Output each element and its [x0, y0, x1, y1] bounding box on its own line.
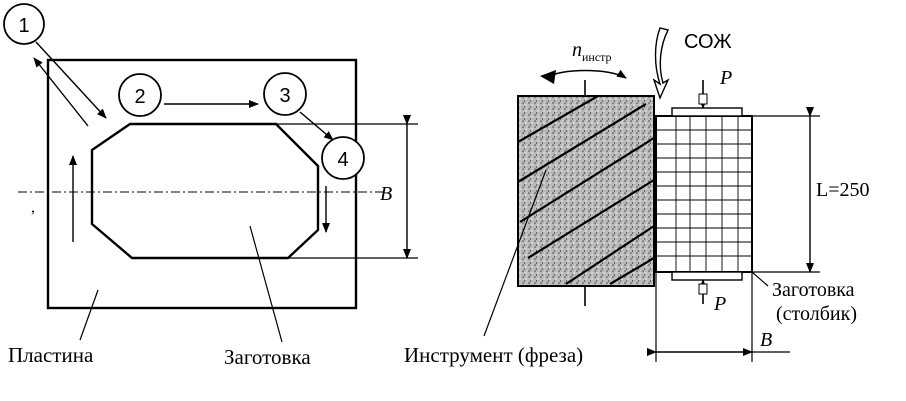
bottom-clamp-plate: [671, 271, 743, 281]
tool-leader: [483, 169, 547, 337]
rotation-arrow-tail: [540, 70, 556, 84]
workpiece-plates: [656, 116, 752, 272]
column-label-line1: Заготовка: [772, 279, 855, 301]
top-force-shank: [698, 93, 708, 105]
column-label-line2: (столбик): [776, 303, 857, 325]
workpiece-label: Заготовка: [224, 345, 311, 369]
workpiece-leader: [249, 225, 283, 343]
centerline-dot: ,: [31, 199, 35, 216]
top-clamp-plate: [671, 107, 743, 117]
top-force-label: P: [719, 67, 732, 89]
step-4-marker: 4: [321, 136, 365, 180]
right-diagram: nинстр СОЖ P: [404, 27, 870, 367]
width-label: B: [760, 329, 772, 351]
arrow-step-1-out: [35, 41, 107, 119]
tool-label: Инструмент (фреза): [404, 343, 583, 367]
dimension-b-label: B: [380, 183, 392, 205]
svg-text:3: 3: [279, 85, 290, 107]
plate-outline: [46, 58, 358, 310]
milling-tool: [517, 95, 655, 287]
step-3-marker: 3: [263, 72, 307, 116]
length-label: L=250: [816, 179, 870, 201]
tool-flutes: [517, 95, 655, 285]
coolant-arrow: [652, 27, 670, 100]
arrow-step-1-in: [33, 57, 89, 127]
workpiece-column: [655, 115, 753, 273]
arrow-step-3-4: [299, 111, 334, 141]
svg-text:2: 2: [134, 86, 145, 108]
rotation-arrow: [545, 69, 627, 79]
svg-text:4: 4: [337, 149, 348, 171]
coolant-label: СОЖ: [684, 31, 732, 53]
step-2-marker: 2: [118, 73, 162, 117]
left-diagram: , B 1 2 3 4: [3, 3, 418, 369]
plate-leader: [79, 289, 99, 341]
plate-label: Пластина: [8, 343, 94, 367]
step-1-marker: 1: [3, 3, 45, 45]
bottom-force-shank: [698, 283, 708, 295]
spindle-speed-label: nинстр: [572, 39, 612, 64]
bottom-force-label: P: [713, 293, 726, 315]
svg-text:1: 1: [18, 15, 29, 37]
workpiece-outline: [90, 122, 320, 260]
column-leader: [751, 271, 769, 287]
